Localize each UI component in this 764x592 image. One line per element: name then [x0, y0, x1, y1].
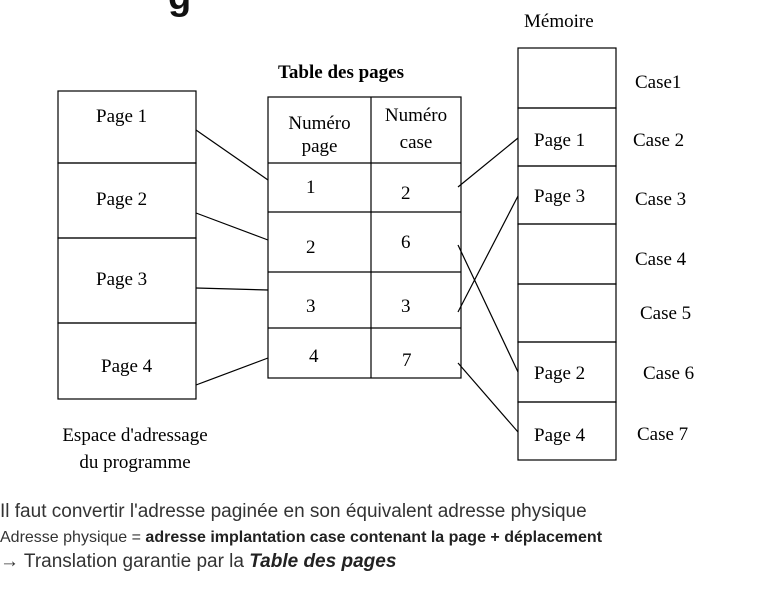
program-caption: Espace d'adressage du programme [30, 426, 240, 472]
page-table-title: Table des pages [278, 62, 404, 83]
table-cell-page: 4 [309, 346, 319, 367]
memory-slot-label: Case1 [635, 72, 682, 93]
mapping-line [457, 244, 519, 373]
table-cell-case: 2 [401, 183, 411, 204]
physical-address-formula: Adresse physique = adresse implantation … [0, 529, 602, 547]
program-page-label: Page 2 [96, 189, 148, 210]
column-header-line: page [301, 136, 338, 157]
formula-bold: adresse implantation case contenant la p… [145, 529, 603, 546]
mapping-line [195, 212, 269, 241]
column-header-page-number: Numéro page [268, 114, 371, 156]
memory-slot-content: Page 3 [534, 186, 586, 207]
memory-slot [517, 283, 617, 343]
memory-slot-content: Page 2 [534, 363, 586, 384]
table-cell-page: 2 [306, 237, 316, 258]
explanation-line: Il faut convertir l'adresse paginée en s… [0, 501, 587, 522]
memory-slot-label: Case 4 [635, 249, 687, 270]
memory-slot [517, 223, 617, 285]
translation-prefix: → Translation garantie par la [0, 551, 250, 572]
memory-slot-label: Case 2 [633, 130, 685, 151]
memory-slot-content: Page 1 [534, 130, 586, 151]
program-page-box [57, 322, 197, 400]
table-cell-case: 7 [402, 350, 412, 371]
formula-prefix: Adresse physique = [0, 529, 146, 546]
column-header-frame-number: Numéro case [371, 106, 461, 152]
caption-line: Espace d'adressage [62, 425, 208, 446]
memory-slot [517, 401, 617, 461]
memory-slot-label: Case 3 [635, 189, 687, 210]
table-cell-case: 3 [401, 296, 411, 317]
mapping-line [457, 137, 519, 188]
paging-diagram [57, 47, 617, 461]
mapping-line [195, 357, 269, 386]
mapping-line [195, 129, 269, 181]
clipped-heading-fragment: g [168, 0, 191, 16]
memory-slot-label: Case 5 [640, 303, 692, 324]
column-header-line: Numéro [384, 105, 448, 126]
program-page-label: Page 3 [96, 269, 148, 290]
column-header-line: Numéro [288, 113, 351, 134]
translation-note: → Translation garantie par la Table des … [0, 551, 396, 573]
mapping-line [457, 195, 519, 313]
program-page-label: Page 4 [101, 356, 153, 377]
memory-slot-label: Case 7 [637, 424, 689, 445]
memory-slot [517, 47, 617, 109]
table-cell-page: 3 [306, 296, 316, 317]
translation-emphasis: Table des pages [249, 551, 397, 572]
column-header-line: case [399, 132, 433, 153]
mapping-line [457, 362, 519, 433]
program-page-label: Page 1 [96, 106, 148, 127]
table-cell-case: 6 [401, 232, 411, 253]
memory-title: Mémoire [524, 11, 594, 32]
mapping-line [195, 287, 269, 291]
memory-slot-content: Page 4 [534, 425, 586, 446]
caption-line: du programme [79, 452, 191, 473]
page-table-frame [267, 96, 462, 379]
program-page-box [57, 90, 197, 164]
table-cell-page: 1 [306, 177, 316, 198]
memory-slot-label: Case 6 [643, 363, 695, 384]
